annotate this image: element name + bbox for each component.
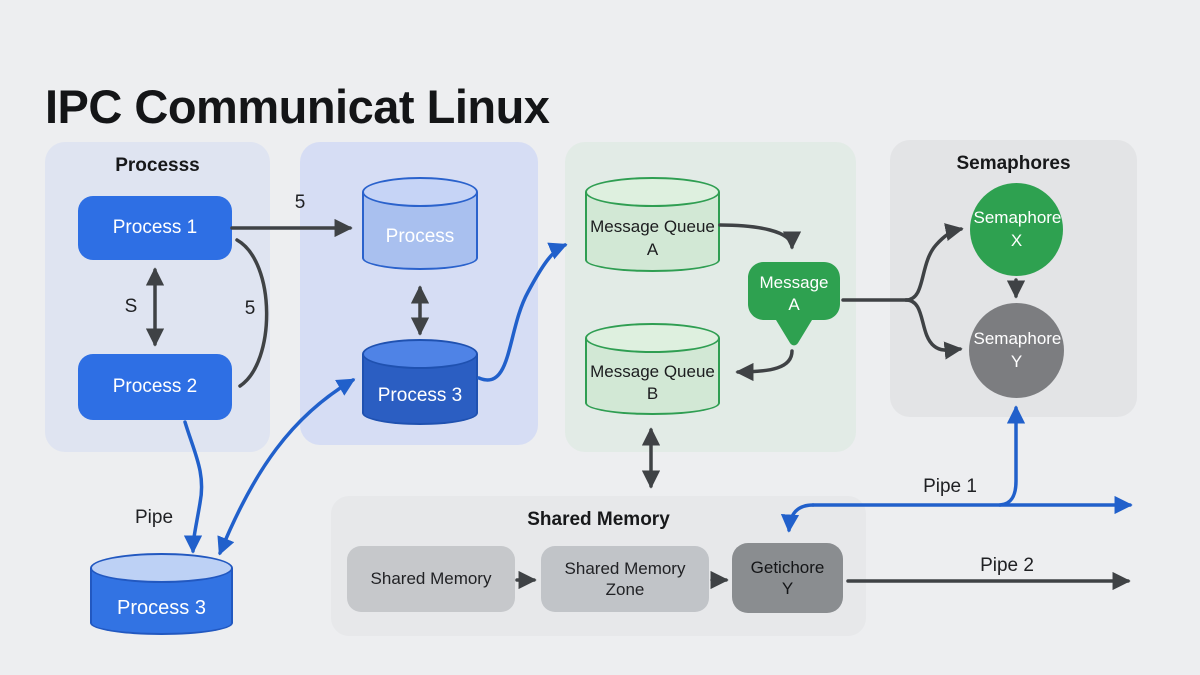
process-cylinder-label: Process xyxy=(385,226,455,248)
shared-memory-zone-box: Shared Memory Zone xyxy=(541,546,709,612)
process2-label: Process 2 xyxy=(112,376,198,398)
process3-mid-label: Process 3 xyxy=(377,384,463,406)
process3-bottom-cylinder: Process 3 xyxy=(90,553,233,635)
message-a-label: Message A xyxy=(759,272,829,314)
message-queue-a-cylinder: Message Queue A xyxy=(585,177,720,272)
cylinder-top xyxy=(585,177,720,207)
panel-processes-title: Processs xyxy=(115,155,200,176)
cylinder-top xyxy=(90,553,233,583)
semaphore-y-circle: Semaphore Y xyxy=(969,303,1064,398)
semaphore-y-label: Semaphore Y xyxy=(973,329,1062,371)
process3-bottom-label: Process 3 xyxy=(117,597,206,619)
shared-memory-box: Shared Memory xyxy=(347,546,515,612)
shared-memory-box-label: Shared Memory xyxy=(370,569,492,589)
cylinder-top xyxy=(585,323,720,353)
getichore-y-label: Getichore Y xyxy=(750,557,825,598)
process-cylinder: Process xyxy=(362,177,478,270)
semaphore-x-circle: Semaphore X xyxy=(970,183,1063,276)
message-queue-b-label: Message Queue B xyxy=(590,361,715,403)
message-a-label-box: Message A xyxy=(748,268,840,320)
panel-shared-memory-title: Shared Memory xyxy=(527,509,670,530)
label-five-right: 5 xyxy=(244,298,256,319)
label-s-left: S xyxy=(124,296,138,317)
getichore-y-box: Getichore Y xyxy=(732,543,843,613)
cylinder-top xyxy=(362,339,478,369)
label-pipe: Pipe xyxy=(134,507,174,528)
shield-shape xyxy=(748,262,840,346)
message-queue-b-cylinder: Message Queue B xyxy=(585,323,720,415)
message-a-shield: Message A xyxy=(748,262,840,348)
label-pipe1: Pipe 1 xyxy=(923,476,977,497)
semaphore-x-label: Semaphore X xyxy=(973,208,1062,250)
process3-mid-cylinder: Process 3 xyxy=(362,339,478,425)
shared-memory-zone-label: Shared Memory Zone xyxy=(564,558,686,599)
edge-pipe1-to-semaphore-y xyxy=(998,405,1026,507)
label-pipe2: Pipe 2 xyxy=(980,555,1034,576)
process1-box: Process 1 xyxy=(78,196,232,260)
page-title: IPC Communicat Linux xyxy=(45,80,550,134)
label-five-top: 5 xyxy=(294,192,306,213)
panel-semaphores-title: Semaphores xyxy=(956,153,1071,174)
process2-box: Process 2 xyxy=(78,354,232,420)
cylinder-top xyxy=(362,177,478,207)
message-queue-a-label: Message Queue A xyxy=(590,217,715,259)
process1-label: Process 1 xyxy=(112,217,198,239)
